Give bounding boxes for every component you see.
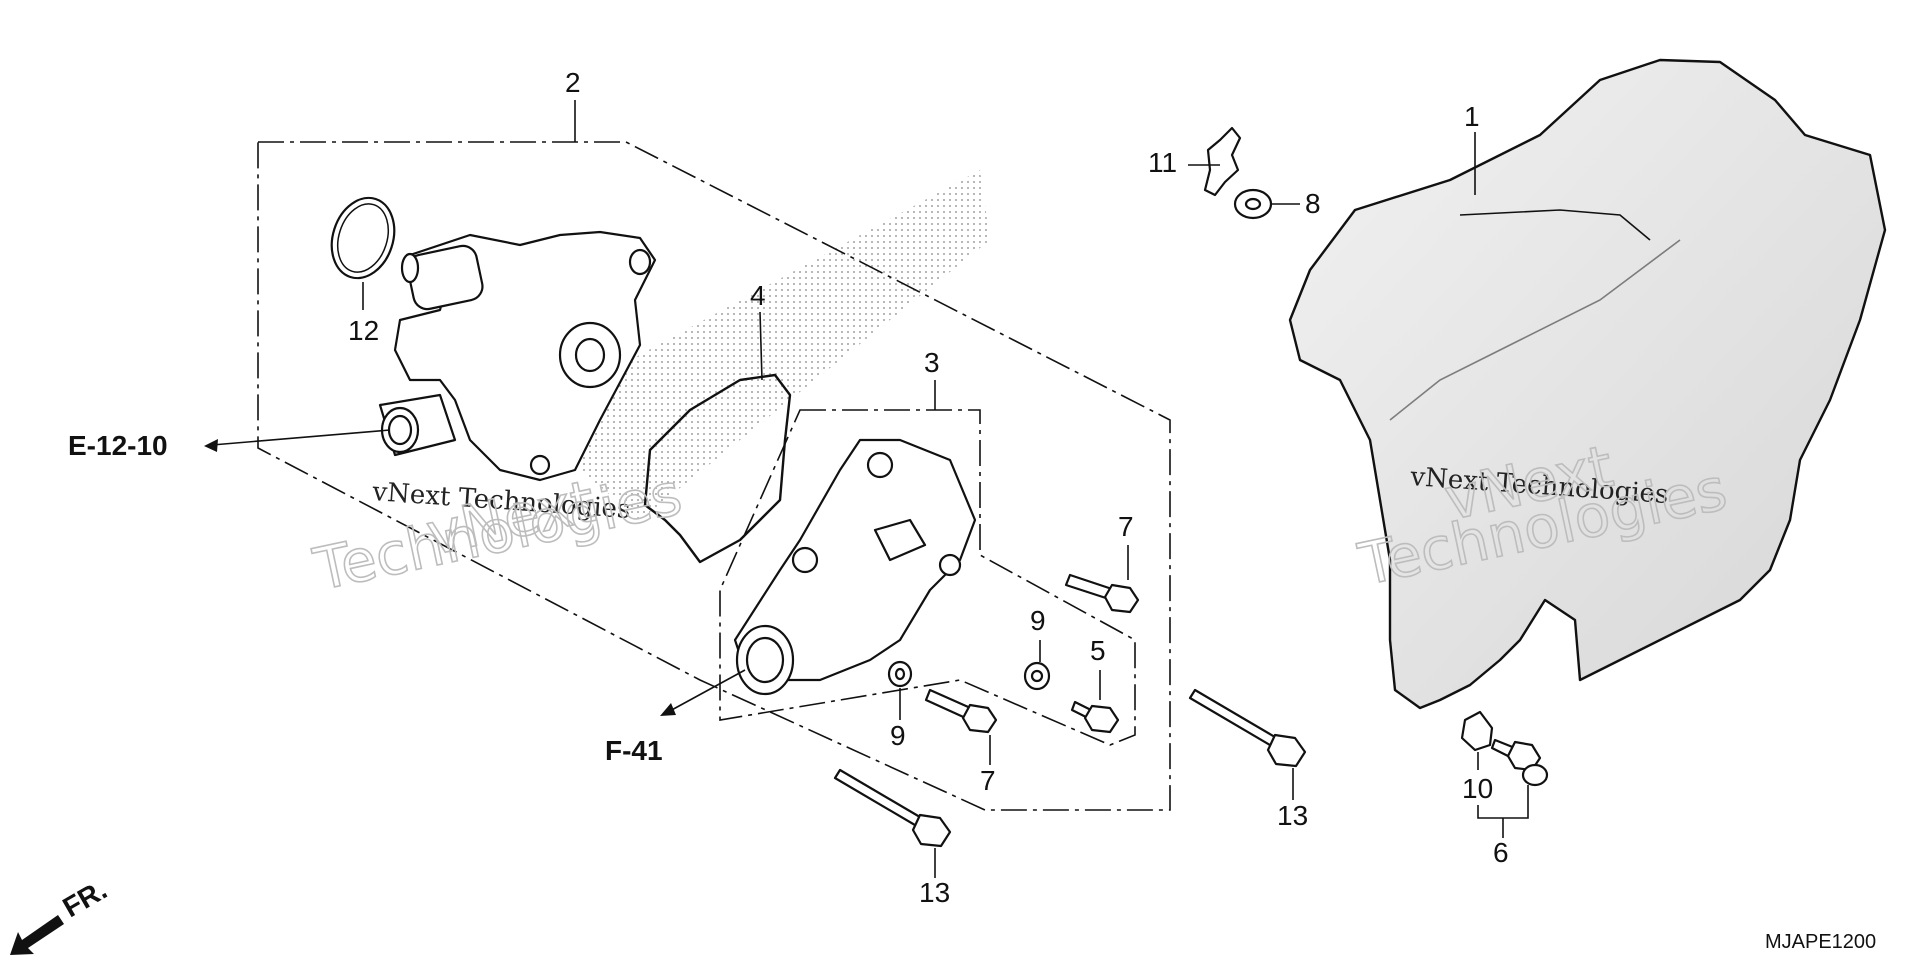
callout-13-lower: 13 <box>919 877 950 908</box>
assembly-2-boundary <box>257 141 1171 811</box>
stipple-shading <box>520 170 990 520</box>
callout-7-upper: 7 <box>1118 511 1134 542</box>
callout-2: 2 <box>565 67 581 98</box>
callout-4: 4 <box>750 280 766 311</box>
ref-arrow-bottom-line <box>667 669 746 713</box>
callout-6: 6 <box>1493 837 1509 868</box>
callout-8: 8 <box>1305 188 1321 219</box>
collar-10-part <box>1460 710 1494 752</box>
callout-9-left: 9 <box>890 720 906 751</box>
ref-arrow-left-line <box>211 429 391 446</box>
diagram-code: MJAPE1200 <box>1765 931 1876 953</box>
callout-10: 10 <box>1462 773 1493 804</box>
gasket-part <box>643 373 792 564</box>
callout-9-right: 9 <box>1030 605 1046 636</box>
washer-8-hole <box>1244 197 1262 211</box>
watermark-technologies-left: Technologies <box>308 460 688 604</box>
washer-9-right-hole <box>1030 669 1044 683</box>
water-pump-part <box>378 230 657 482</box>
bolt-7-upper-part <box>1064 573 1140 614</box>
clip-part <box>1203 126 1242 197</box>
bolt-13-right-part <box>1188 688 1307 768</box>
ref-arrow-left-head <box>204 439 218 452</box>
bolt-13-lower-part <box>833 768 952 848</box>
callout-7-lower: 7 <box>980 765 996 796</box>
pump-cover-part <box>733 438 977 696</box>
leader-4 <box>759 311 763 381</box>
callout-3: 3 <box>924 347 940 378</box>
washer-9-left-hole <box>894 667 906 681</box>
bolt-5-part <box>1070 700 1120 734</box>
callout-5: 5 <box>1090 635 1106 666</box>
bolt-7-lower-part <box>924 688 998 734</box>
assembly-3-boundary <box>719 409 1136 746</box>
o-ring-part <box>330 196 396 280</box>
side-cover-part <box>1288 58 1887 710</box>
ref-arrow-bottom-head <box>660 703 676 716</box>
front-direction-arrow <box>10 915 64 955</box>
reference-bottom-label: F-41 <box>605 735 663 766</box>
o-ring-inner-edge <box>336 203 390 273</box>
front-direction-label: FR. <box>58 874 113 923</box>
reference-left-label: E-12-10 <box>68 430 168 461</box>
callout-11: 11 <box>1148 147 1177 178</box>
callout-1: 1 <box>1464 101 1480 132</box>
cover-contour-line <box>1459 209 1651 241</box>
callout-12: 12 <box>348 315 379 346</box>
callout-13-right: 13 <box>1277 800 1308 831</box>
bolt-6-part <box>1490 738 1549 787</box>
cover-contour-line-2 <box>1389 239 1681 421</box>
